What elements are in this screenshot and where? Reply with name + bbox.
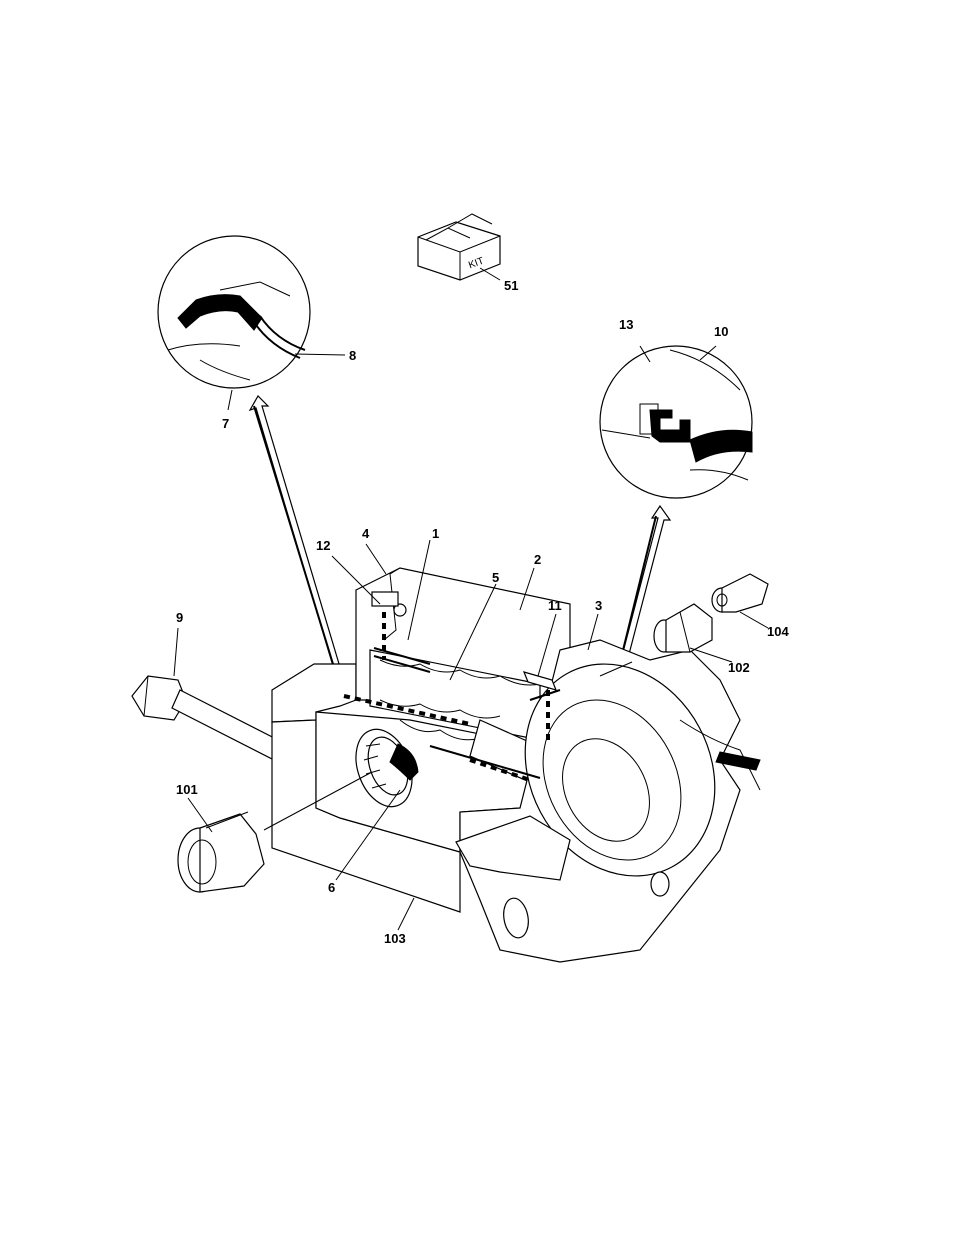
fitting-101 bbox=[178, 812, 264, 892]
callout-104: 104 bbox=[767, 624, 789, 639]
callout-12: 12 bbox=[316, 538, 330, 553]
bolt bbox=[132, 676, 286, 762]
callout-3: 3 bbox=[595, 598, 602, 613]
callout-8: 8 bbox=[349, 348, 356, 363]
callout-4: 4 bbox=[362, 526, 370, 541]
callout-6: 6 bbox=[328, 880, 335, 895]
fitting-102 bbox=[654, 604, 712, 652]
callout-5: 5 bbox=[492, 570, 499, 585]
callout-2: 2 bbox=[534, 552, 541, 567]
callout-11: 11 bbox=[548, 598, 562, 613]
callout-101: 101 bbox=[176, 782, 198, 797]
callout-13: 13 bbox=[619, 317, 633, 332]
callout-1: 1 bbox=[432, 526, 439, 541]
callout-9: 9 bbox=[176, 610, 183, 625]
detail-circle-retainer bbox=[600, 346, 752, 498]
callout-103: 103 bbox=[384, 931, 406, 946]
kit-box: KIT bbox=[418, 214, 500, 280]
callout-102: 102 bbox=[728, 660, 750, 675]
fitting-104 bbox=[712, 574, 768, 612]
callout-51: 51 bbox=[504, 278, 518, 293]
callout-7: 7 bbox=[222, 416, 229, 431]
callout-10: 10 bbox=[714, 324, 728, 339]
detail-circle-seal bbox=[158, 236, 310, 388]
